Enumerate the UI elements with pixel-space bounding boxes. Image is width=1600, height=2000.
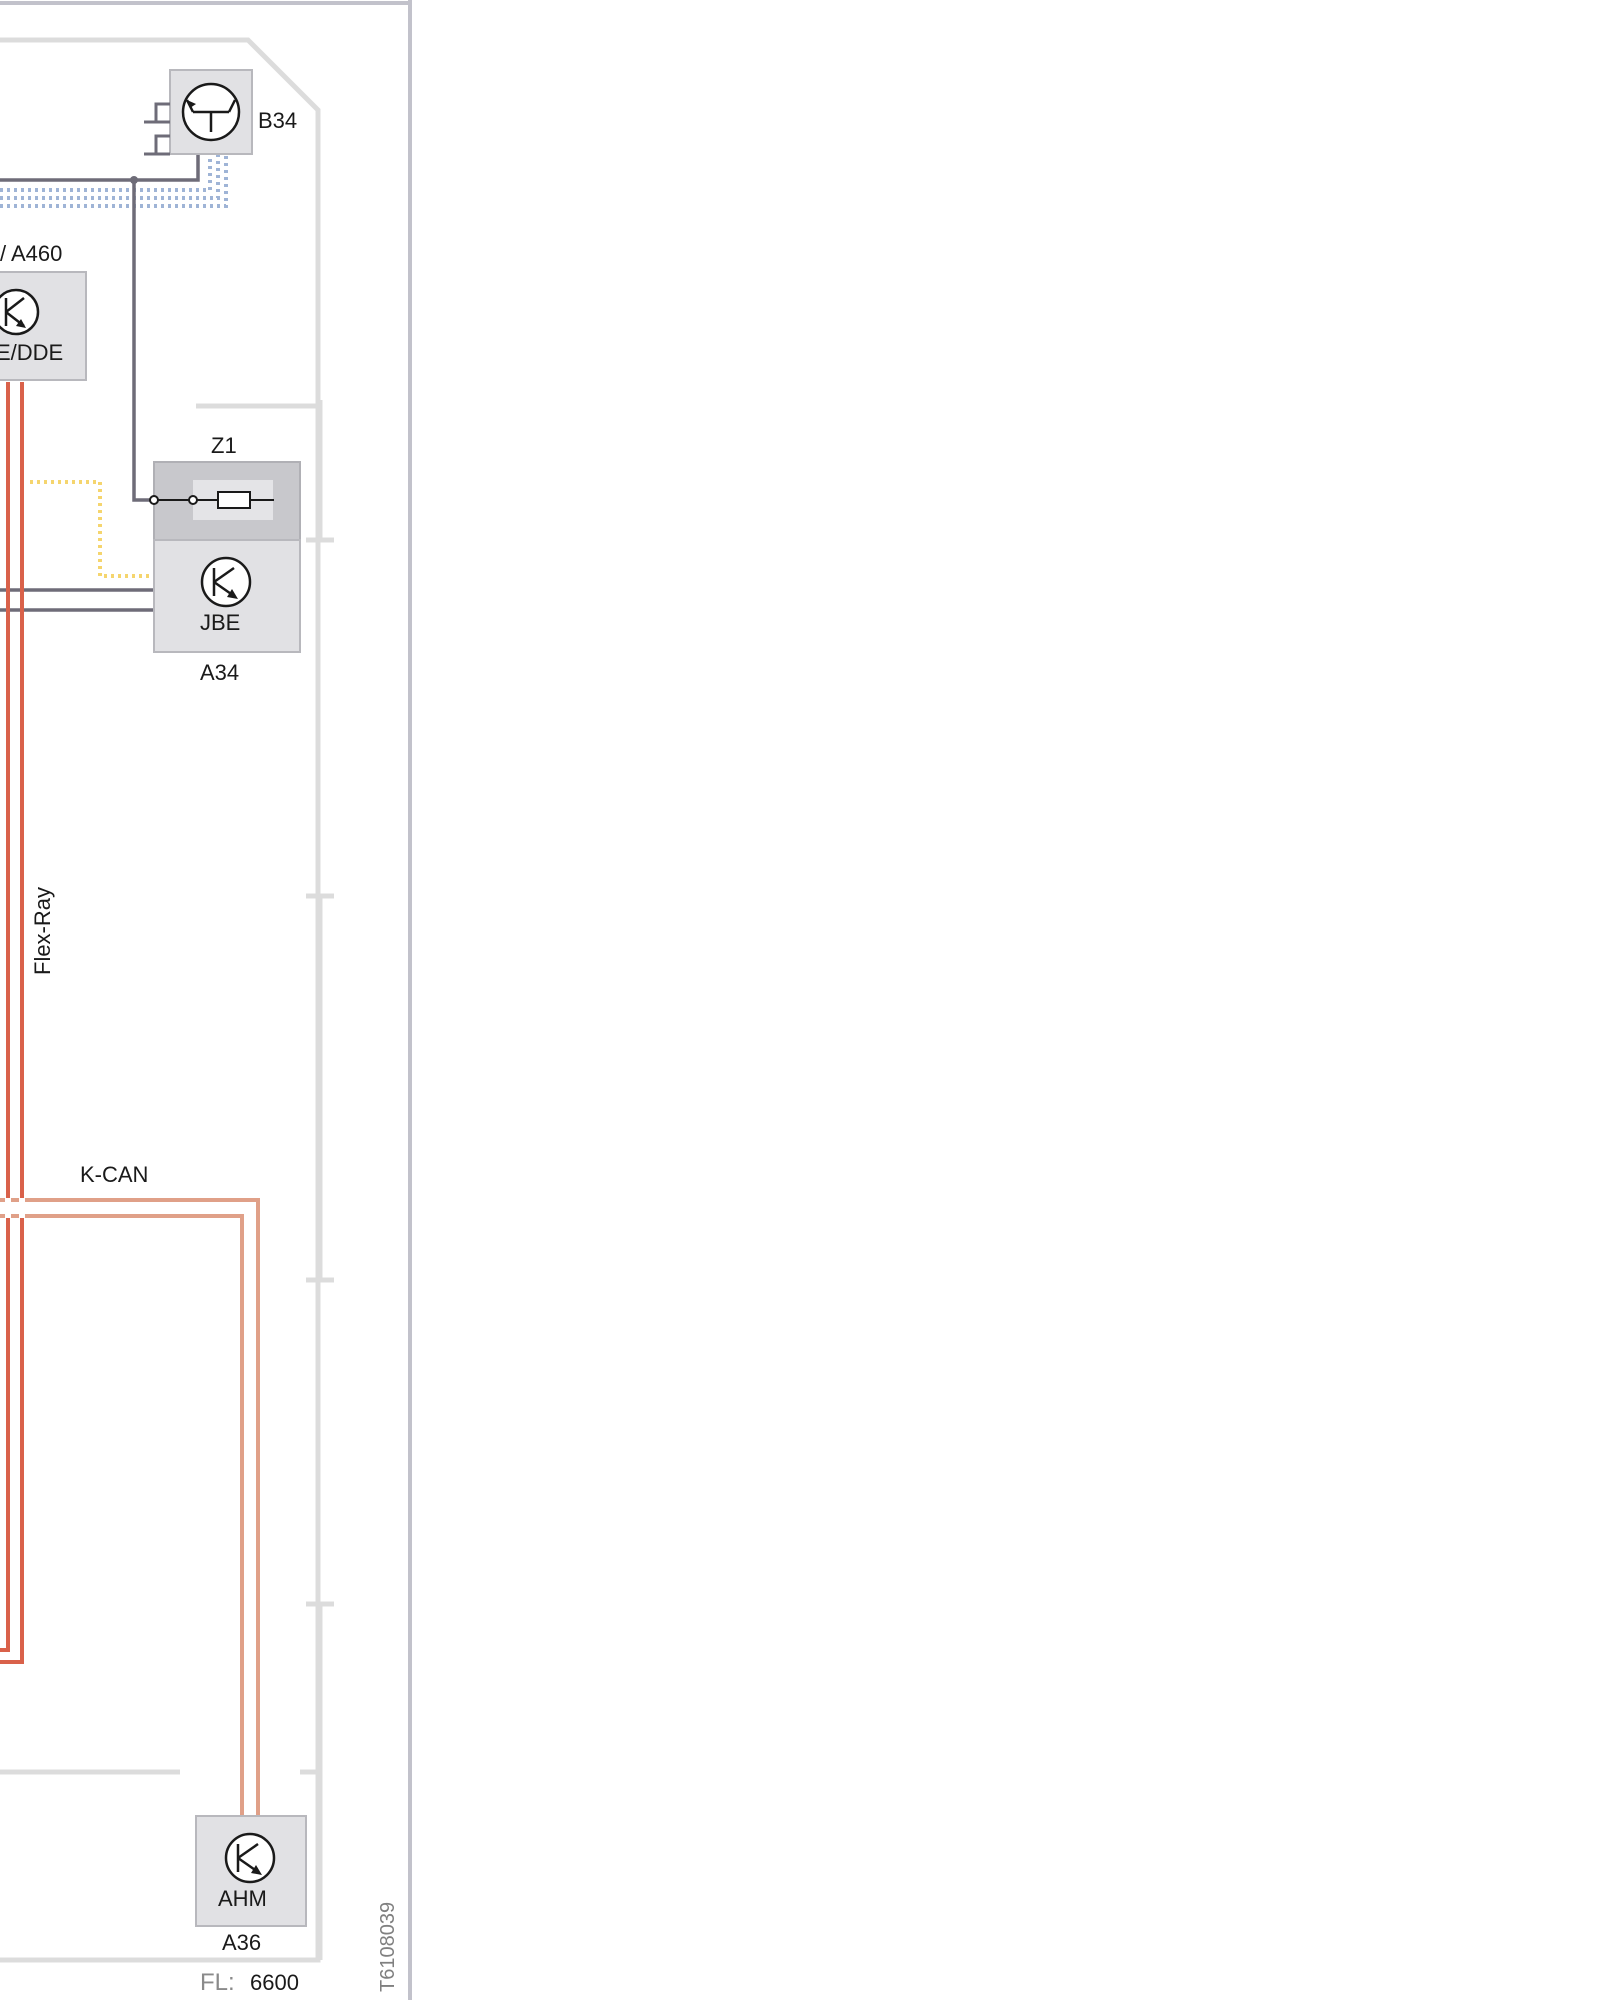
wire-junction: [130, 176, 138, 184]
a34-ecu: [153, 539, 301, 653]
a460-ecu: [0, 271, 87, 381]
b34-sensor: [144, 69, 253, 156]
fl-value: 6600: [250, 1970, 299, 1995]
gray-wires: [0, 155, 200, 612]
b34-label: B34: [258, 108, 297, 133]
a460-label: / A460: [0, 241, 62, 266]
kcan-crossing-gap: [5, 1194, 25, 1222]
a36-name: AHM: [218, 1886, 267, 1911]
flexray-crossing: [6, 1194, 24, 1222]
blue-dotted-harness: [0, 155, 228, 208]
a460-name: E/DDE: [0, 340, 63, 365]
a36-label: A36: [222, 1930, 261, 1955]
yellow-dotted-wire: [30, 480, 154, 578]
document-id: T6108039: [377, 1902, 399, 1992]
fl-key: FL:: [200, 1969, 235, 1996]
flexray-label: Flex-Ray: [30, 887, 55, 975]
z1-fuse-block: [149, 461, 301, 541]
z1-label: Z1: [211, 433, 237, 458]
kcan-bus: [0, 1198, 260, 1816]
a34-label: A34: [200, 660, 239, 685]
zone-outline: [0, 37, 334, 1963]
flexray-bus: [0, 382, 24, 1664]
sheet-frame: [0, 0, 412, 2000]
kcan-label: K-CAN: [80, 1162, 148, 1187]
a34-name: JBE: [200, 610, 240, 635]
a36-ecu: [195, 1815, 307, 1927]
